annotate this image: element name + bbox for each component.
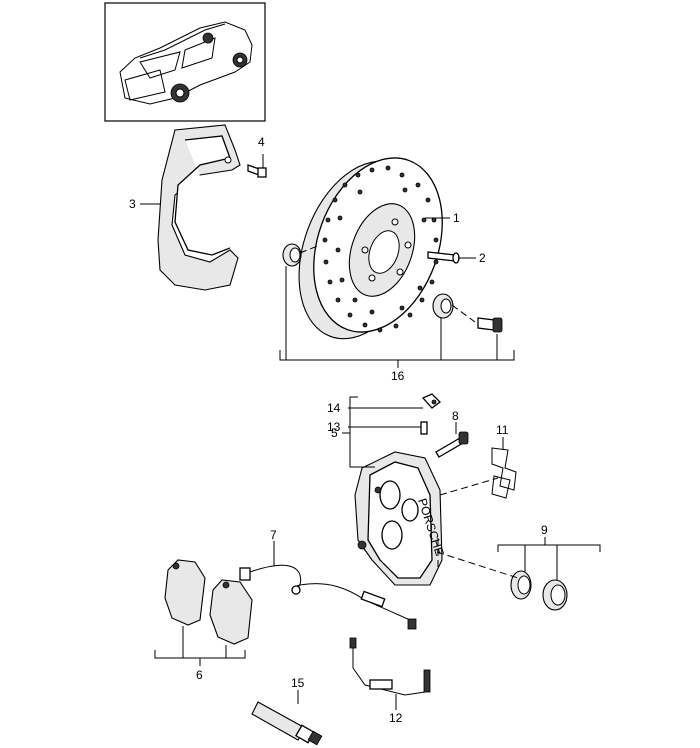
callout-1: 1 — [453, 211, 460, 225]
callout-14: 14 — [327, 401, 341, 415]
brake-hose — [349, 637, 431, 696]
callouts: 1 2 3 4 5 6 7 8 9 11 12 13 14 15 16 — [129, 135, 548, 725]
brake-disc — [298, 157, 443, 340]
callout-11: 11 — [496, 423, 509, 437]
brake-caliper: PORSCHE — [354, 451, 447, 586]
bushing-right — [432, 293, 454, 319]
disc-screw — [427, 251, 460, 264]
wear-sensor — [239, 564, 417, 630]
caliper-bolt — [435, 431, 469, 458]
alignment-dashes — [299, 244, 519, 579]
callout-13: 13 — [327, 420, 341, 434]
vehicle-thumbnail — [104, 2, 266, 122]
leader-lines — [140, 154, 601, 710]
callout-4: 4 — [258, 135, 265, 149]
disc-drill-holes — [322, 165, 439, 333]
mounting-bolt — [477, 317, 503, 333]
bleed-screw — [420, 421, 428, 435]
spreader-spring — [491, 447, 517, 499]
callout-7: 7 — [270, 528, 277, 542]
callout-16: 16 — [391, 369, 405, 383]
shield-bolt — [247, 164, 267, 178]
callout-6: 6 — [196, 668, 203, 682]
callout-5: 5 — [331, 426, 338, 440]
caliper-piston-left — [510, 570, 532, 600]
disc-bolt-holes — [361, 218, 412, 282]
callout-3: 3 — [129, 197, 136, 211]
brake-shield — [157, 124, 241, 291]
brake-pad-left — [164, 559, 206, 626]
bushing-left — [282, 243, 302, 267]
grease-tube — [251, 701, 323, 746]
callout-12: 12 — [389, 711, 403, 725]
callout-9: 9 — [541, 523, 548, 537]
car-outline — [119, 21, 253, 105]
caliper-piston-right — [542, 579, 568, 611]
bleed-cap — [421, 393, 441, 409]
brake-pad-right — [209, 579, 253, 645]
callout-2: 2 — [479, 251, 486, 265]
callout-15: 15 — [291, 676, 305, 690]
callout-8: 8 — [452, 409, 459, 423]
